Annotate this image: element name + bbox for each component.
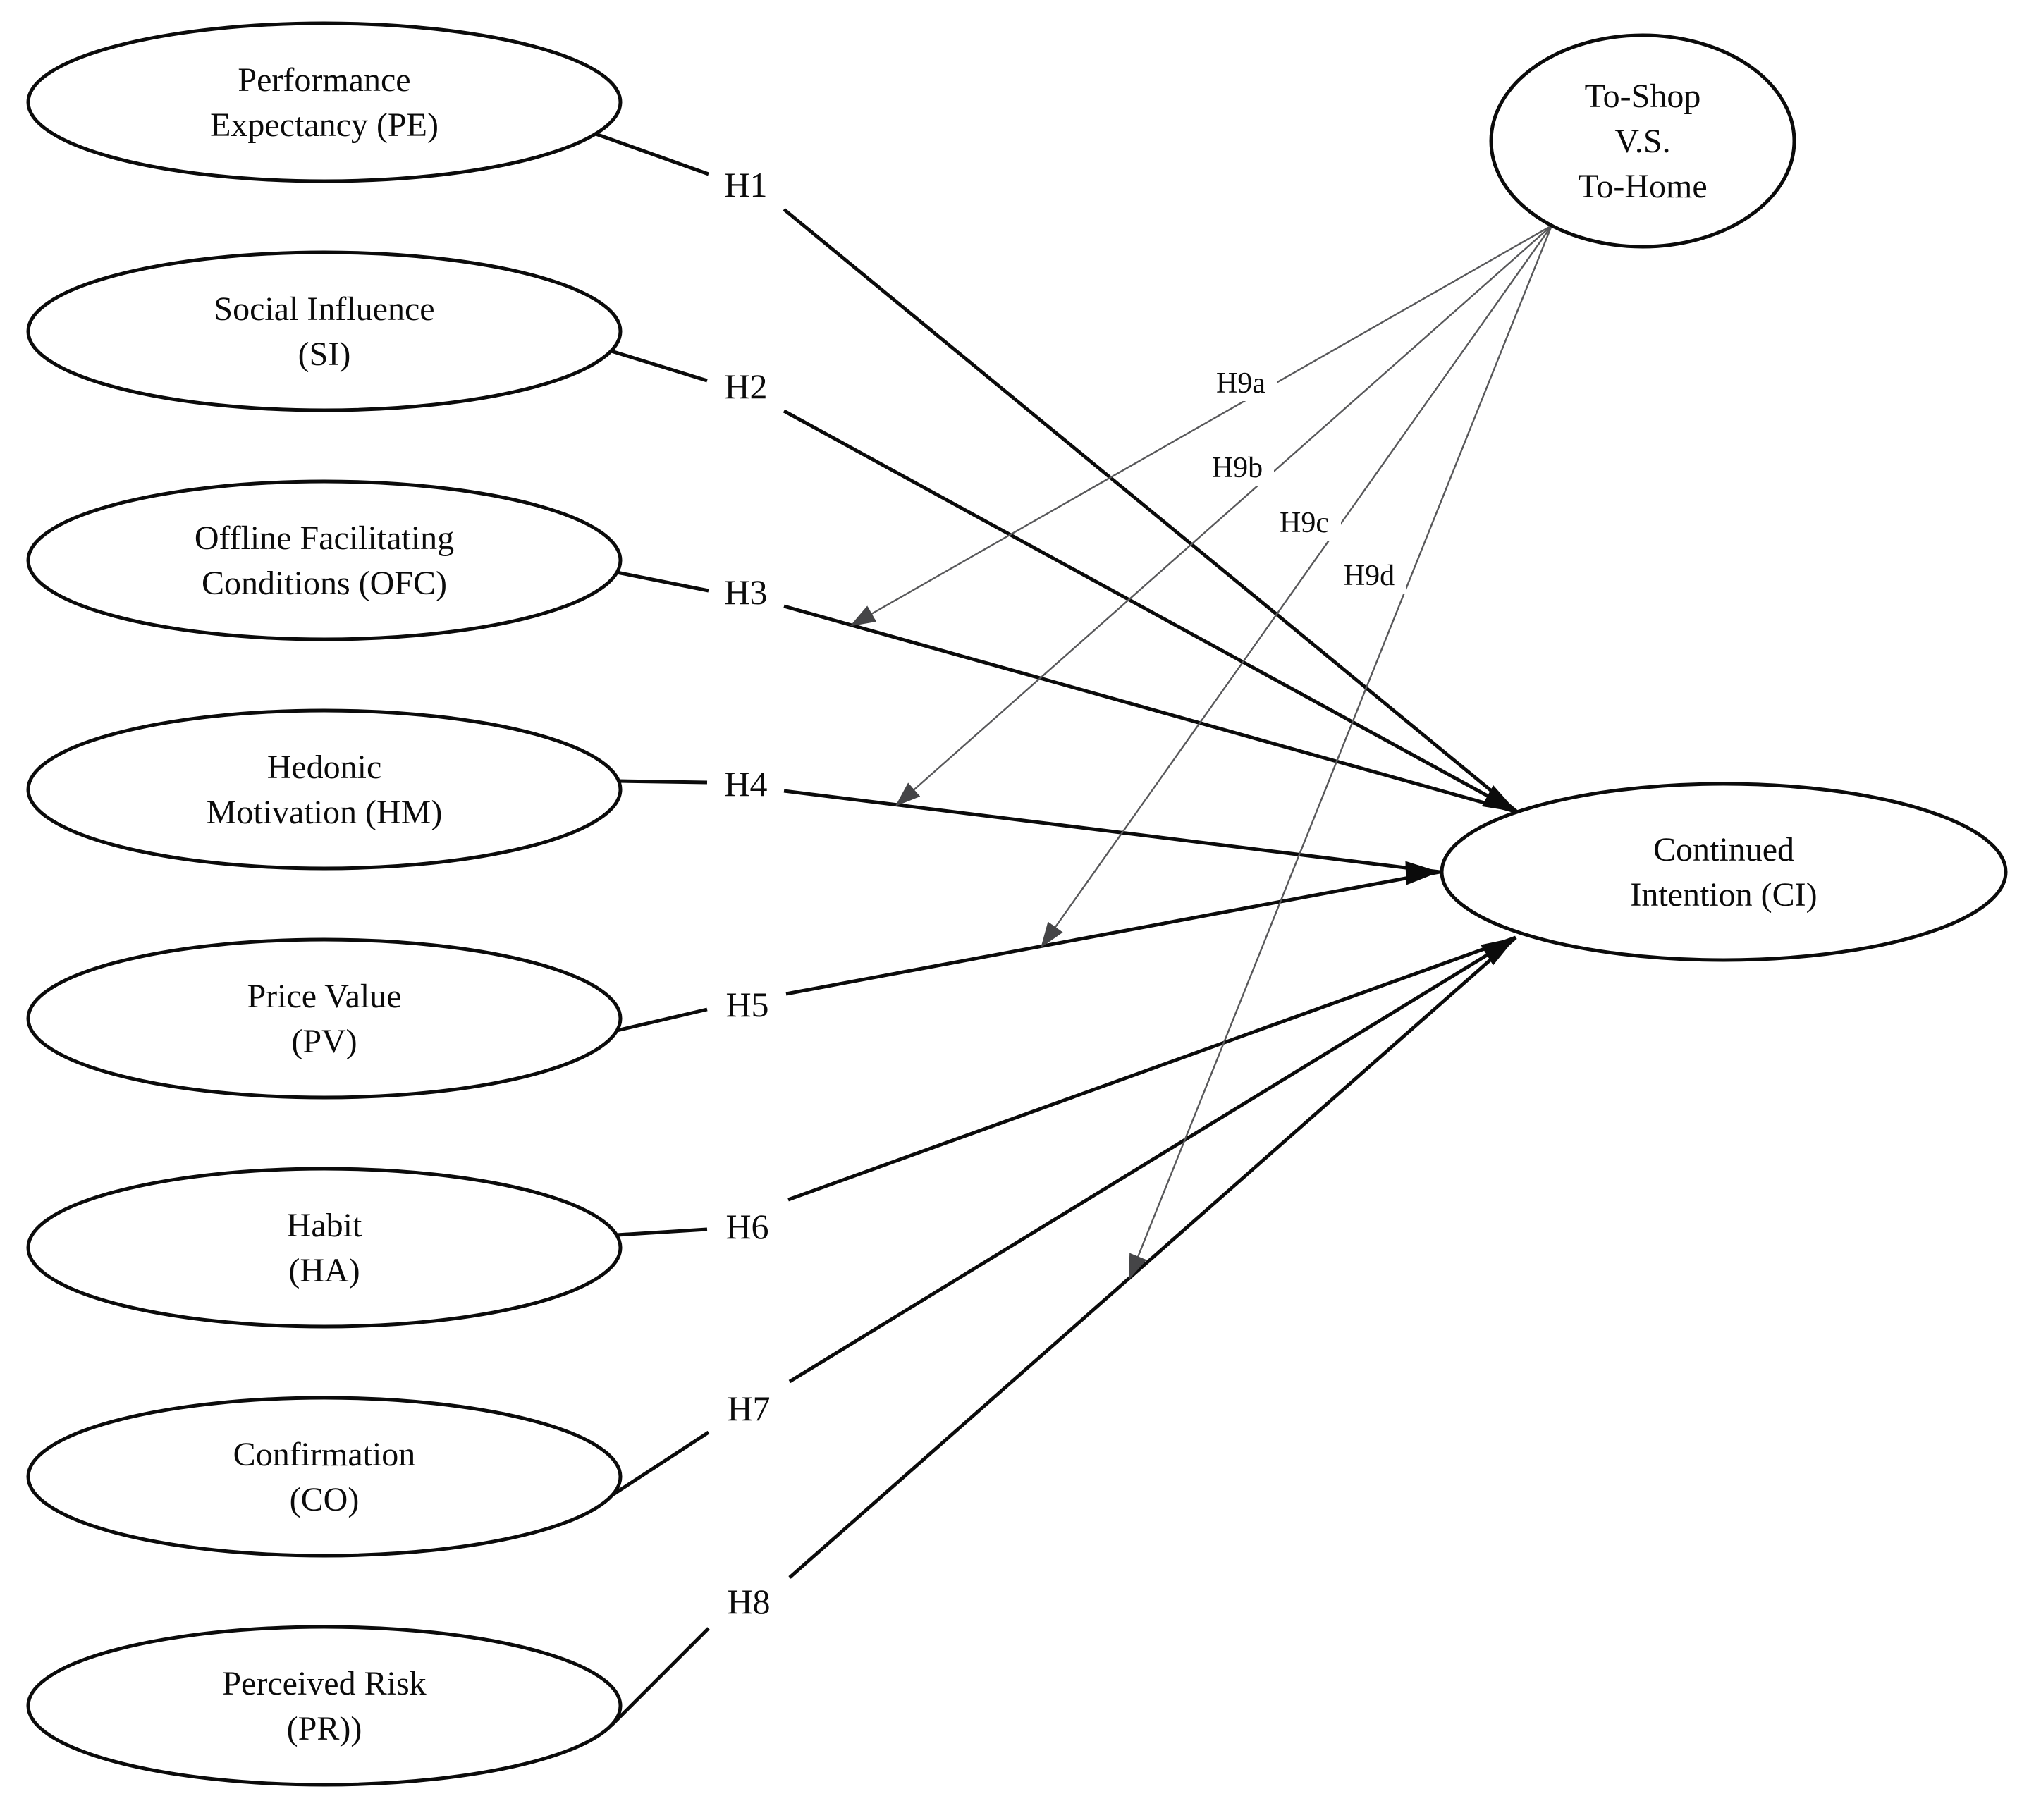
hypothesis-label-h4: H4 (724, 764, 767, 804)
node-hm-ellipse (26, 708, 623, 871)
h9b-label-bg (1201, 448, 1274, 486)
node-hm-label-line1: Hedonic (267, 749, 382, 786)
path-h7-main (788, 935, 1517, 1384)
node-habit: Habit (HA) (26, 1167, 623, 1329)
path-h3-main (783, 604, 1518, 814)
path-h4-stub (618, 779, 708, 785)
node-co-ellipse (26, 1396, 623, 1558)
moderation-label-h9c: H9c (1280, 507, 1329, 539)
node-ci-label-line1: Continued (1653, 831, 1794, 868)
node-si-ellipse (26, 250, 623, 412)
node-performance-expectancy: Performance Expectancy (PE) (26, 21, 623, 183)
node-ts-label-line3: To-Home (1578, 168, 1707, 205)
path-h7-stub (612, 1430, 710, 1496)
node-pv-ellipse (26, 937, 623, 1100)
moderation-line-h9a (850, 224, 1552, 627)
node-social-influence: Social Influence (SI) (26, 250, 623, 412)
node-ha-ellipse (26, 1167, 623, 1329)
node-pr-ellipse (26, 1625, 623, 1787)
path-h1-stub (595, 132, 709, 176)
node-price-value: Price Value (PV) (26, 937, 623, 1100)
node-co-label-line2: (CO) (290, 1481, 360, 1518)
hypothesis-paths (595, 132, 1519, 1727)
path-h6-main (787, 935, 1516, 1202)
path-h5-stub (616, 1007, 708, 1033)
node-ts-ellipse (1489, 33, 1796, 249)
arrowhead-ci-bottom-icon (1481, 937, 1516, 966)
node-pv-label-line2: (PV) (291, 1023, 357, 1060)
moderation-line-h9b (895, 225, 1552, 806)
path-h2-main (783, 409, 1519, 814)
node-ha-label-line2: (HA) (288, 1252, 360, 1289)
h9a-label-bg (1204, 363, 1277, 401)
path-h1-main (783, 208, 1519, 813)
node-ci-ellipse (1440, 782, 2008, 962)
moderation-label-h9b: H9b (1212, 452, 1263, 484)
arrowhead-ci-middle-icon (1405, 861, 1440, 885)
node-offline-facilitating-conditions: Offline Facilitating Conditions (OFC) (26, 479, 623, 641)
hypothesis-labels: H1 H2 H3 H4 H5 H6 H7 H8 (724, 165, 770, 1621)
node-ofc-ellipse (26, 479, 623, 641)
path-h5-main (785, 870, 1440, 996)
node-pe-label-line2: Expectancy (PE) (210, 106, 439, 144)
node-confirmation: Confirmation (CO) (26, 1396, 623, 1558)
node-si-label-line1: Social Influence (214, 290, 434, 328)
node-perceived-risk: Perceived Risk (PR)) (26, 1625, 623, 1787)
hypothesis-label-h3: H3 (724, 572, 767, 612)
arrowhead-ci-top-icon (1481, 785, 1517, 812)
moderation-labels: H9a H9b H9c H9d (1201, 363, 1406, 594)
node-continued-intention: Continued Intention (CI) (1440, 782, 2008, 962)
hypothesis-label-h6: H6 (725, 1207, 768, 1246)
node-pr-label-line2: (PR)) (287, 1710, 362, 1747)
ci-arrowheads (1405, 785, 1517, 966)
hypothesis-label-h5: H5 (725, 985, 768, 1024)
node-ofc-label-line1: Offline Facilitating (195, 519, 454, 557)
node-ofc-label-line2: Conditions (OFC) (202, 565, 447, 602)
moderation-line-h9c (1041, 225, 1552, 948)
path-h8-main (788, 936, 1517, 1579)
path-h2-stub (611, 349, 708, 383)
node-hedonic-motivation: Hedonic Motivation (HM) (26, 708, 623, 871)
node-ha-label-line1: Habit (287, 1207, 362, 1244)
h9d-label-bg (1332, 555, 1406, 594)
moderation-label-h9d: H9d (1344, 560, 1395, 592)
hypothesis-label-h7: H7 (727, 1389, 770, 1428)
node-pe-label-line1: Performance (238, 61, 410, 99)
node-ci-label-line2: Intention (CI) (1630, 876, 1817, 914)
node-ts-label-line1: To-Shop (1585, 78, 1701, 115)
moderation-label-h9a: H9a (1216, 367, 1265, 400)
h9c-label-bg (1268, 503, 1341, 541)
moderation-line-h9d (1128, 225, 1553, 1280)
moderation-paths (850, 224, 1553, 1280)
node-pr-label-line1: Perceived Risk (222, 1665, 426, 1702)
node-ts-label-line2: V.S. (1614, 123, 1670, 160)
path-h3-stub (616, 570, 709, 593)
node-hm-label-line2: Motivation (HM) (207, 794, 443, 831)
node-co-label-line1: Confirmation (233, 1436, 416, 1473)
hypothesis-label-h2: H2 (724, 367, 767, 406)
node-pe-ellipse (26, 21, 623, 183)
path-h8-stub (610, 1627, 710, 1727)
node-pv-label-line1: Price Value (247, 978, 401, 1015)
hypothesis-label-h1: H1 (724, 165, 767, 204)
node-si-label-line2: (SI) (298, 336, 351, 373)
path-h6-stub (616, 1227, 708, 1237)
hypothesis-label-h8: H8 (727, 1582, 770, 1621)
path-h4-main (783, 789, 1440, 874)
node-to-shop-vs-to-home: To-Shop V.S. To-Home (1489, 33, 1796, 249)
